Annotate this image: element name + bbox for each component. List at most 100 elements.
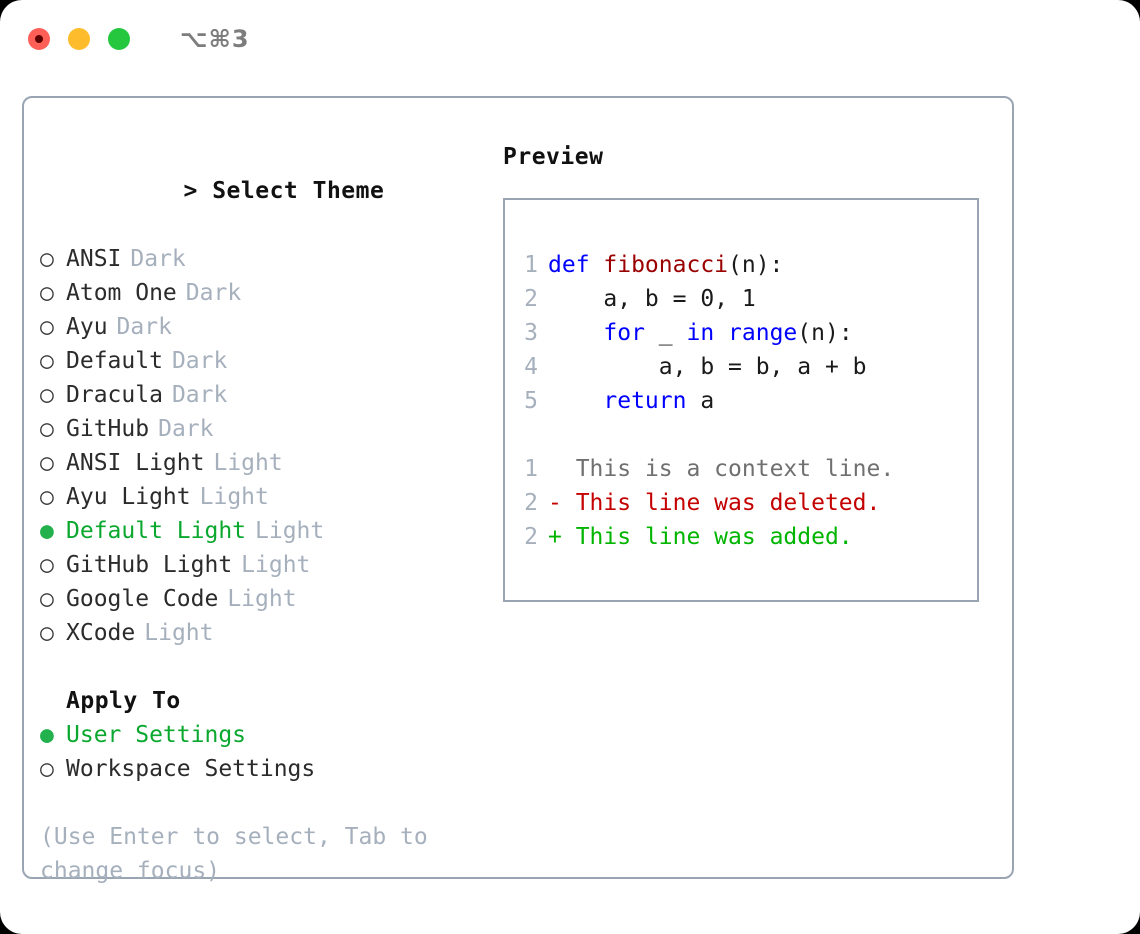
radio-unselected-icon: ○ <box>40 552 54 578</box>
radio-unselected-icon: ○ <box>40 382 54 408</box>
theme-list-item[interactable]: ○ XCode Light <box>40 616 486 650</box>
theme-mode-tag: Dark <box>116 314 172 340</box>
line-number: 2 <box>524 490 538 516</box>
theme-name: Atom One <box>66 280 177 306</box>
line-number: 1 <box>524 252 538 278</box>
theme-name: Dracula <box>66 382 163 408</box>
diff-line: 1 This is a context line. <box>520 452 977 486</box>
code-text: for _ in range(n): <box>548 316 852 350</box>
theme-list-item[interactable]: ○ Atom One Dark <box>40 276 486 310</box>
theme-mode-tag: Light <box>241 552 311 578</box>
code-text: return a <box>548 384 714 418</box>
radio-unselected-icon: ○ <box>40 756 54 782</box>
keyboard-hint: (Use Enter to select, Tab to change focu… <box>40 824 428 884</box>
code-token: a <box>686 388 715 414</box>
apply-to-heading: Apply To <box>66 688 181 714</box>
line-number: 2 <box>524 524 538 550</box>
theme-mode-tag: Dark <box>171 348 228 374</box>
radio-unselected-icon: ○ <box>40 314 54 340</box>
spacer <box>40 650 486 684</box>
theme-mode-tag: Light <box>144 620 214 646</box>
code-text: def fibonacci(n): <box>548 248 783 282</box>
code-line: 2 a, b = 0, 1 <box>520 282 977 316</box>
line-number: 5 <box>524 388 538 414</box>
code-diff-spacer <box>520 418 977 452</box>
theme-name: Ayu <box>66 314 108 340</box>
code-token: fibonacci <box>603 252 729 278</box>
apply-to-item[interactable]: ● User Settings <box>40 718 486 752</box>
theme-list-item[interactable]: ○ Google Code Light <box>40 582 486 616</box>
radio-unselected-icon: ○ <box>40 586 54 612</box>
radio-unselected-icon: ○ <box>40 280 54 306</box>
code-token <box>714 320 728 346</box>
code-token: range <box>728 320 798 346</box>
apply-to-label: User Settings <box>66 722 247 748</box>
keyboard-shortcut-label: ⌥⌘3 <box>180 25 250 53</box>
code-token: in <box>686 320 715 346</box>
theme-name: Google Code <box>66 586 219 612</box>
window-controls <box>28 28 130 50</box>
code-token: (n): <box>728 252 784 278</box>
line-number: 4 <box>524 354 538 380</box>
theme-mode-tag: Light <box>227 586 297 612</box>
code-text: a, b = b, a + b <box>548 350 867 384</box>
theme-mode-tag: Dark <box>185 280 242 306</box>
theme-name: XCode <box>66 620 136 646</box>
radio-selected-icon: ● <box>40 722 54 748</box>
code-token: return <box>603 388 687 414</box>
code-token: a, b = b, a + b <box>548 354 867 380</box>
radio-unselected-icon: ○ <box>40 484 54 510</box>
theme-mode-tag: Dark <box>171 382 228 408</box>
diff-sign <box>548 452 576 486</box>
theme-list-item[interactable]: ○ GitHub Light Light <box>40 548 486 582</box>
radio-unselected-icon: ○ <box>40 416 54 442</box>
line-number: 3 <box>524 320 538 346</box>
code-line: 4 a, b = b, a + b <box>520 350 977 384</box>
code-token: for <box>603 320 645 346</box>
code-token <box>548 388 603 414</box>
apply-to-label: Workspace Settings <box>66 756 316 782</box>
theme-name: GitHub Light <box>66 552 233 578</box>
theme-name: ANSI <box>66 246 122 272</box>
code-line: 3 for _ in range(n): <box>520 316 977 350</box>
code-text: a, b = 0, 1 <box>548 282 756 316</box>
diff-text: This line was deleted. <box>575 490 881 516</box>
maximize-button[interactable] <box>108 28 130 50</box>
theme-list-item[interactable]: ○ Dracula Dark <box>40 378 486 412</box>
page-title: > Select Theme <box>40 140 486 242</box>
theme-list-item[interactable]: ○ Ayu Dark <box>40 310 486 344</box>
code-token: _ <box>644 320 687 346</box>
page-title-text: Select Theme <box>212 178 385 204</box>
code-line: 5 return a <box>520 384 977 418</box>
theme-mode-tag: Dark <box>130 246 186 272</box>
theme-name: GitHub <box>66 416 150 442</box>
preview-title: Preview <box>503 144 604 170</box>
diff-text: This line was added. <box>575 524 853 550</box>
theme-mode-tag: Dark <box>158 416 214 442</box>
code-token: a, b = 0, 1 <box>548 286 756 312</box>
diff-preview: 1 This is a context line.2- This line wa… <box>520 452 977 554</box>
radio-unselected-icon: ○ <box>40 620 54 646</box>
close-button[interactable] <box>28 28 50 50</box>
code-token: def <box>548 252 604 278</box>
minimize-button[interactable] <box>68 28 90 50</box>
theme-name: ANSI Light <box>66 450 205 476</box>
prompt-caret: > <box>183 178 213 204</box>
diff-sign: + <box>548 524 576 550</box>
radio-selected-icon: ● <box>40 518 54 544</box>
theme-name: Ayu Light <box>66 484 191 510</box>
theme-list-item[interactable]: ○ GitHub Dark <box>40 412 486 446</box>
apply-to-item[interactable]: ○ Workspace Settings <box>40 752 486 786</box>
